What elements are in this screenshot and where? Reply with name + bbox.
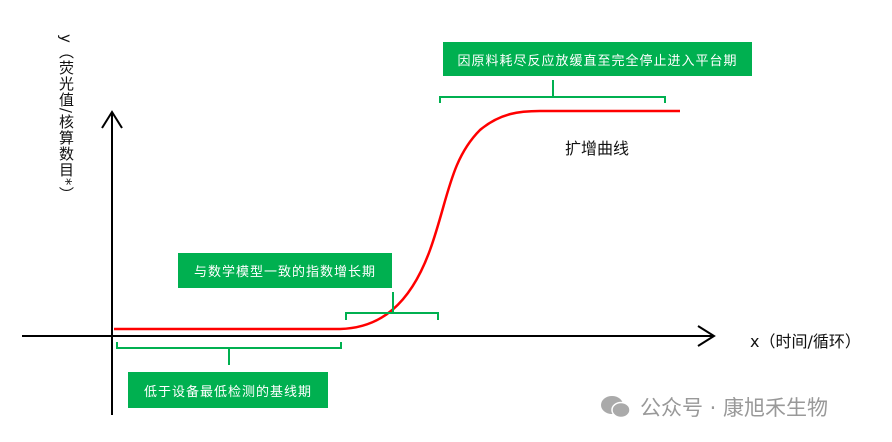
- curve-label: 扩增曲线: [565, 139, 630, 158]
- baseline-bracket: [116, 342, 342, 365]
- x-axis-arrow: [697, 325, 716, 347]
- plateau-bracket: [439, 80, 666, 103]
- baseline-phase-box: 低于设备最低检测的基线期: [128, 372, 328, 408]
- y-axis-arrow: [101, 110, 123, 129]
- wechat-icon: [601, 396, 631, 419]
- x-axis-label: x（时间/循环）: [750, 332, 861, 351]
- watermark: 公众号 · 康旭禾生物: [600, 392, 828, 422]
- exponential-bracket: [345, 292, 439, 320]
- watermark-text: 公众号 · 康旭禾生物: [640, 396, 829, 420]
- amplification-curve: [114, 109, 680, 331]
- y-axis-label: y（荧光值/核算数目*）: [57, 34, 75, 203]
- plateau-phase-box: 因原料耗尽反应放缓直至完全停止进入平台期: [443, 42, 752, 76]
- exponential-phase-box: 与数学模型一致的指数增长期: [178, 253, 392, 288]
